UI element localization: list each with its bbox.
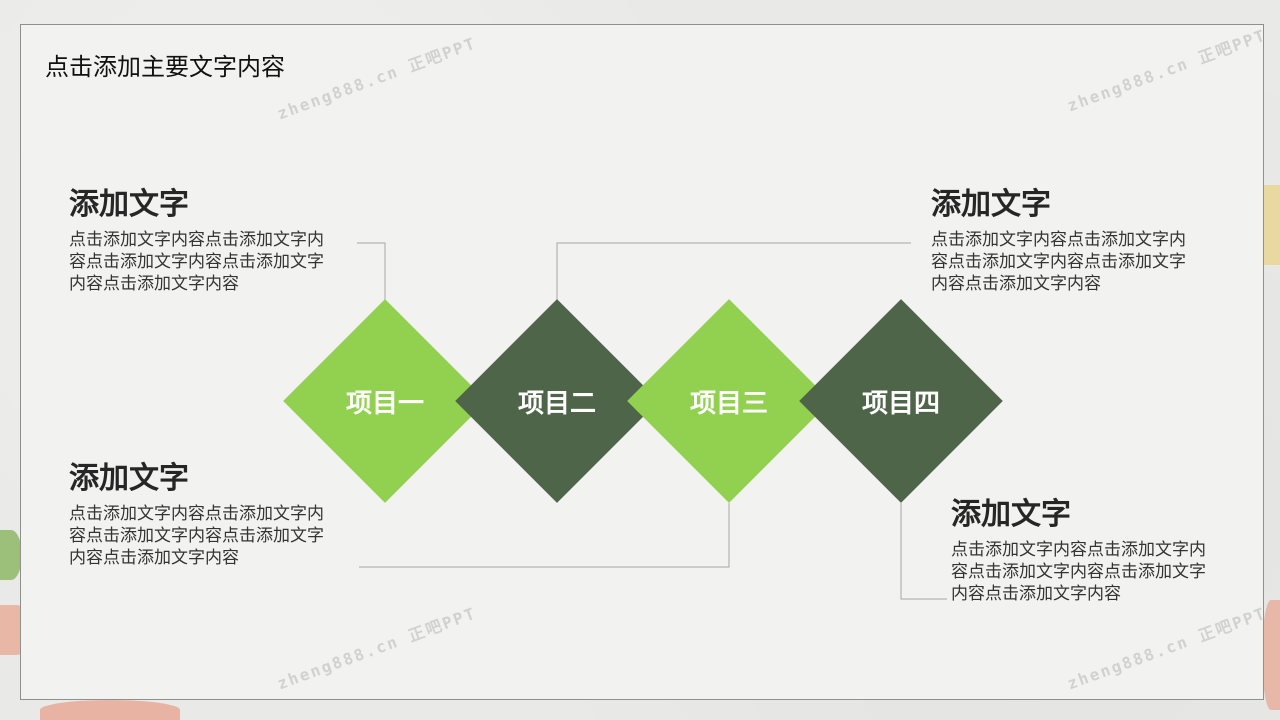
text-block-bottom-left[interactable]: 添加文字 点击添加文字内容点击添加文字内容点击添加文字内容点击添加文字内容点击添…: [69, 461, 339, 569]
block-body: 点击添加文字内容点击添加文字内容点击添加文字内容点击添加文字内容点击添加文字内容: [931, 230, 1186, 294]
connector-line-item-4: [900, 503, 947, 600]
text-block-top-left[interactable]: 添加文字 点击添加文字内容点击添加文字内容点击添加文字内容点击添加文字内容点击添…: [69, 187, 339, 295]
block-heading: 添加文字: [69, 187, 189, 222]
connector-line-item-1: [357, 242, 386, 301]
connector-line-item-2: [556, 242, 911, 301]
page-title[interactable]: 点击添加主要文字内容: [45, 53, 285, 81]
block-heading: 添加文字: [69, 461, 189, 496]
diamond-item-1[interactable]: 项目一: [283, 299, 487, 503]
diamond-label: 项目三: [689, 388, 768, 419]
connector-line-item-3: [359, 503, 730, 568]
block-body: 点击添加文字内容点击添加文字内容点击添加文字内容点击添加文字内容点击添加文字内容: [951, 540, 1206, 604]
diamond-item-2[interactable]: 项目二: [455, 299, 659, 503]
leaf-decoration-bottom-left: [0, 530, 22, 580]
block-heading: 添加文字: [951, 497, 1071, 532]
slide-canvas: 点击添加主要文字内容 zheng888.cn 正吧PPT zheng888.cn…: [20, 24, 1269, 700]
connector-lines: [357, 242, 947, 600]
text-block-top-right[interactable]: 添加文字 点击添加文字内容点击添加文字内容点击添加文字内容点击添加文字内容点击添…: [931, 187, 1201, 295]
block-body: 点击添加文字内容点击添加文字内容点击添加文字内容点击添加文字内容点击添加文字内容: [69, 504, 324, 568]
flower-decoration-bottom-edge: [40, 700, 180, 720]
text-block-bottom-right[interactable]: 添加文字 点击添加文字内容点击添加文字内容点击添加文字内容点击添加文字内容点击添…: [951, 497, 1221, 605]
flower-decoration-bottom-right: [1262, 600, 1280, 710]
diamond-label: 项目一: [345, 388, 424, 419]
diamond-label: 项目二: [517, 388, 596, 419]
block-body: 点击添加文字内容点击添加文字内容点击添加文字内容点击添加文字内容点击添加文字内容: [69, 230, 324, 294]
diamond-item-3[interactable]: 项目三: [627, 299, 831, 503]
diamond-label: 项目四: [861, 388, 940, 419]
block-heading: 添加文字: [931, 187, 1051, 222]
diamond-item-4[interactable]: 项目四: [799, 299, 1003, 503]
